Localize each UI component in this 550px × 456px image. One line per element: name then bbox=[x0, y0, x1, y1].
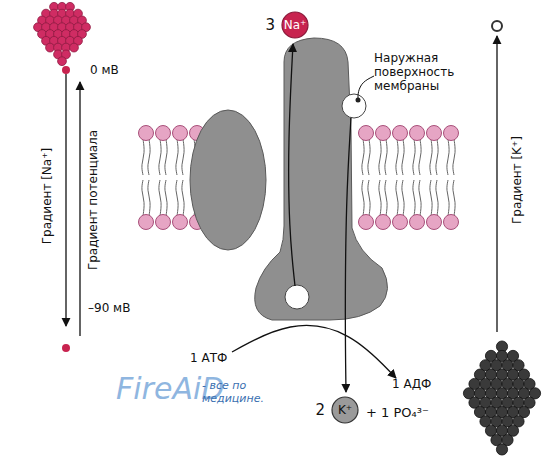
gradient-label: Градиент потенциала bbox=[87, 130, 101, 270]
k-ion: 2K⁺ bbox=[331, 396, 359, 424]
lipid-head bbox=[376, 126, 391, 141]
gradient-label: Градиент [K⁺] bbox=[511, 136, 525, 224]
lipid-tail bbox=[148, 180, 150, 216]
binding-site bbox=[342, 94, 366, 118]
lipid-head bbox=[173, 126, 188, 141]
membrane-note: Наружная поверхность мембраны bbox=[374, 52, 466, 93]
gradient-arrow bbox=[496, 36, 497, 332]
lipid-tail bbox=[142, 180, 144, 216]
lipid-head bbox=[359, 215, 374, 230]
gradient-arrow bbox=[79, 82, 80, 336]
lipid-tail bbox=[436, 139, 438, 175]
k-ion-cluster bbox=[463, 341, 540, 455]
lipid-tail bbox=[368, 180, 370, 216]
lipid-tail bbox=[159, 180, 161, 216]
lipid-tail bbox=[385, 180, 387, 216]
lipid-tail bbox=[368, 139, 370, 175]
lipid-tail bbox=[430, 139, 432, 175]
lipid-tail bbox=[165, 180, 167, 216]
lipid-head bbox=[393, 126, 408, 141]
lipid-tail bbox=[148, 139, 150, 175]
binding-site bbox=[285, 285, 309, 309]
na-ion-dot bbox=[62, 66, 70, 74]
k-transport-arrow bbox=[345, 118, 351, 392]
lipid-tail bbox=[419, 139, 421, 175]
lipid-tail bbox=[385, 139, 387, 175]
lipid-tail bbox=[396, 139, 398, 175]
lipid-head bbox=[359, 126, 374, 141]
ion-count: 3 bbox=[265, 18, 275, 33]
lipid-tail bbox=[436, 180, 438, 216]
lipid-tail bbox=[142, 139, 144, 175]
lipid-tail bbox=[453, 139, 455, 175]
lipid-head bbox=[393, 215, 408, 230]
channel-protein bbox=[190, 110, 266, 250]
gradient-label: Градиент [Na⁺] bbox=[41, 148, 55, 244]
lipid-tail bbox=[159, 139, 161, 175]
lipid-tail bbox=[447, 180, 449, 216]
atp-arrow bbox=[232, 326, 396, 378]
lipid-head bbox=[376, 215, 391, 230]
ion bbox=[46, 43, 55, 52]
atp-label: 1 АТФ bbox=[190, 352, 227, 366]
voltage-label: –90 мВ bbox=[88, 302, 130, 316]
lipid-tail bbox=[176, 180, 178, 216]
lipid-head bbox=[156, 215, 171, 230]
lipid-tail bbox=[402, 139, 404, 175]
lipid-head bbox=[410, 126, 425, 141]
lipid-head bbox=[173, 215, 188, 230]
adp-label: 1 АДФ bbox=[392, 378, 431, 392]
pump-protein bbox=[255, 38, 388, 320]
ion-symbol: Na⁺ bbox=[284, 19, 307, 31]
lipid-head bbox=[427, 126, 442, 141]
lipid-head bbox=[156, 126, 171, 141]
lipid-tail bbox=[453, 180, 455, 216]
lipid-tail bbox=[419, 180, 421, 216]
lipid-head bbox=[444, 126, 459, 141]
gradient-arrow bbox=[65, 74, 66, 326]
na-ion-cluster bbox=[34, 2, 91, 65]
lipid-head bbox=[410, 215, 425, 230]
lipid-tail bbox=[379, 139, 381, 175]
lipid-head bbox=[139, 126, 154, 141]
ion-circle-shape bbox=[282, 12, 308, 38]
phosphate-label: + 1 PO₄³⁻ bbox=[366, 406, 429, 421]
lipid-tail bbox=[413, 139, 415, 175]
ion bbox=[496, 444, 507, 455]
lipid-tail bbox=[182, 180, 184, 216]
ion bbox=[58, 57, 67, 66]
voltage-label: 0 мВ bbox=[90, 64, 119, 78]
lipid-tail bbox=[447, 139, 449, 175]
ion bbox=[70, 43, 79, 52]
watermark: - все по медицине. bbox=[202, 380, 282, 405]
na-ion-dot bbox=[62, 344, 70, 352]
lipid-head bbox=[139, 215, 154, 230]
ion-symbol: K⁺ bbox=[338, 404, 352, 416]
lipid-head bbox=[444, 215, 459, 230]
lipid-tail bbox=[396, 180, 398, 216]
lipid-tail bbox=[379, 180, 381, 216]
na-ion: 3Na⁺ bbox=[281, 11, 309, 39]
lipid-tail bbox=[176, 139, 178, 175]
na-transport-arrow bbox=[289, 44, 295, 286]
k-ion-dot bbox=[492, 21, 502, 31]
ion-circle-shape bbox=[332, 397, 358, 423]
ion-count: 2 bbox=[315, 403, 325, 418]
lipid-tail bbox=[165, 139, 167, 175]
lipid-head bbox=[427, 215, 442, 230]
leader-line bbox=[358, 76, 374, 98]
lipid-tail bbox=[402, 180, 404, 216]
binding-dot bbox=[356, 98, 361, 103]
lipid-tail bbox=[413, 180, 415, 216]
lipid-tail bbox=[430, 180, 432, 216]
lipid-tail bbox=[362, 180, 364, 216]
lipid-tail bbox=[182, 139, 184, 175]
lipid-tail bbox=[362, 139, 364, 175]
